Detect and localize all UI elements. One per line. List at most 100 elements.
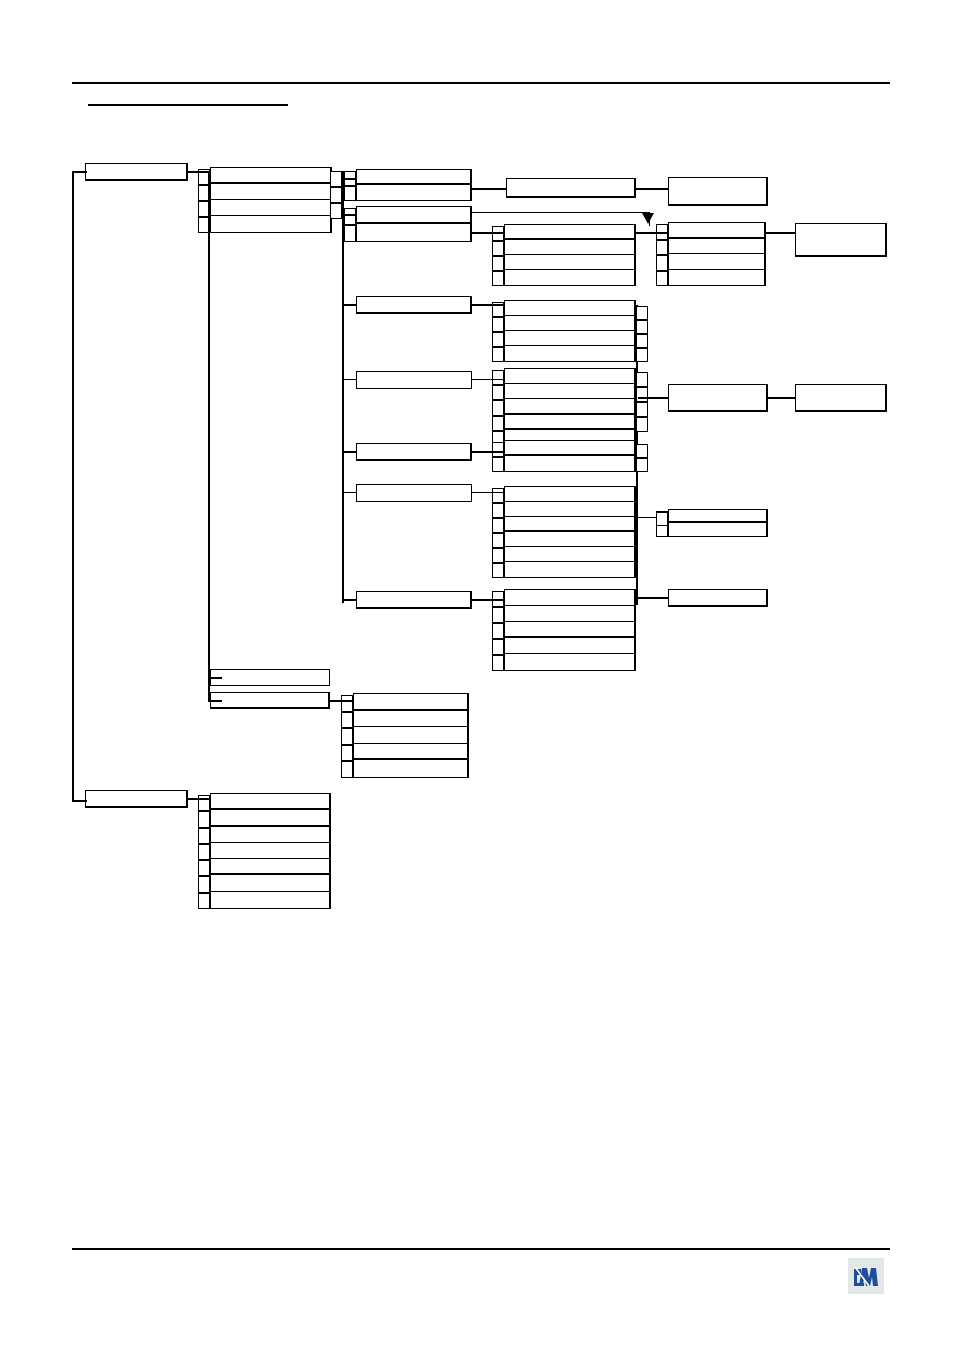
- menu-node-box[interactable]: [85, 790, 188, 808]
- menu-node-row[interactable]: [211, 875, 329, 892]
- menu-node-row[interactable]: [211, 200, 330, 216]
- menu-node-row[interactable]: [505, 517, 634, 532]
- menu-node-row[interactable]: [211, 794, 329, 811]
- menu-node-row[interactable]: [211, 216, 330, 232]
- g5-to-n6: [766, 232, 796, 234]
- menu-node-box[interactable]: [210, 669, 330, 686]
- menu-node-row[interactable]: [211, 168, 330, 184]
- menu-node-row[interactable]: [505, 487, 634, 502]
- menu-node-row[interactable]: [505, 547, 634, 562]
- row-connector-tab: [492, 370, 504, 386]
- menu-node-row[interactable]: [211, 810, 329, 827]
- menu-node-box[interactable]: [356, 591, 472, 609]
- menu-node-group: [504, 486, 636, 578]
- menu-node-row[interactable]: [211, 859, 329, 876]
- menu-node-row[interactable]: [505, 225, 634, 240]
- menu-node-row[interactable]: [505, 270, 634, 285]
- row-connector-tab: [492, 518, 504, 533]
- n7-to-g6: [472, 304, 504, 306]
- menu-node-row[interactable]: [505, 384, 634, 400]
- level3-bus-line: [342, 171, 344, 603]
- g8-right-tab-1: [636, 444, 648, 458]
- menu-node-box[interactable]: [356, 371, 472, 389]
- menu-node-row[interactable]: [211, 891, 329, 908]
- menu-node-box[interactable]: [85, 163, 188, 181]
- menu-node-row[interactable]: [505, 638, 634, 654]
- menu-node-row[interactable]: [357, 185, 470, 200]
- menu-node-group: [504, 440, 636, 472]
- g1-right-tab-1: [330, 171, 342, 187]
- menu-node-row[interactable]: [505, 456, 634, 471]
- row-connector-tab: [656, 255, 668, 271]
- menu-node-group: [353, 693, 469, 778]
- menu-node-row[interactable]: [505, 331, 634, 346]
- menu-node-row[interactable]: [354, 710, 467, 728]
- menu-node-row[interactable]: [505, 562, 634, 577]
- menu-node-row[interactable]: [505, 590, 634, 606]
- menu-node-row[interactable]: [505, 414, 634, 430]
- menu-node-row[interactable]: [354, 743, 467, 761]
- menu-node-row[interactable]: [357, 207, 470, 224]
- g10-left-tab: [656, 512, 668, 526]
- menu-node-box[interactable]: [668, 589, 768, 607]
- menu-node-box[interactable]: [506, 178, 636, 198]
- level3-branch-g3: [342, 214, 356, 216]
- menu-node-row[interactable]: [357, 170, 470, 185]
- menu-node-row[interactable]: [505, 316, 634, 331]
- menu-node-row[interactable]: [505, 654, 634, 670]
- menu-node-row[interactable]: [505, 606, 634, 622]
- row-connector-tab: [492, 563, 504, 578]
- menu-node-row[interactable]: [505, 441, 634, 456]
- menu-node-box[interactable]: [356, 296, 472, 314]
- menu-node-row[interactable]: [505, 255, 634, 270]
- menu-node-row[interactable]: [669, 510, 766, 523]
- menu-node-box[interactable]: [356, 443, 472, 461]
- menu-node-group: [504, 300, 636, 362]
- menu-node-row[interactable]: [354, 727, 467, 744]
- row-connector-tab: [492, 488, 504, 503]
- menu-node-row[interactable]: [354, 694, 467, 711]
- menu-node-row[interactable]: [669, 238, 764, 254]
- menu-node-box[interactable]: [795, 384, 887, 412]
- menu-node-row[interactable]: [505, 369, 634, 385]
- menu-node-row[interactable]: [354, 760, 467, 777]
- row-connector-tab: [656, 224, 668, 240]
- row-connector-tab: [492, 639, 504, 655]
- menu-node-row[interactable]: [357, 224, 470, 241]
- menu-node-row[interactable]: [505, 532, 634, 547]
- row-connector-tab: [344, 208, 356, 225]
- menu-node-row[interactable]: [211, 842, 329, 860]
- menu-node-row[interactable]: [505, 399, 634, 415]
- menu-node-row[interactable]: [669, 269, 764, 285]
- menu-node-box[interactable]: [795, 223, 887, 257]
- row-connector-tab: [344, 186, 356, 201]
- menu-node-group: [356, 206, 472, 242]
- menu-node-row[interactable]: [669, 223, 764, 239]
- menu-node-row[interactable]: [211, 826, 329, 843]
- menu-node-row[interactable]: [505, 622, 634, 638]
- row-connector-tab: [492, 503, 504, 518]
- row-connector-tab: [341, 711, 353, 729]
- menu-node-box[interactable]: [668, 384, 768, 412]
- row-connector-tab: [492, 442, 504, 457]
- row-connector-tab: [492, 347, 504, 362]
- row-connector-tab: [492, 607, 504, 623]
- menu-node-box[interactable]: [210, 692, 330, 709]
- row-connector-tab: [341, 744, 353, 762]
- menu-node-row[interactable]: [505, 346, 634, 361]
- n4-to-n5: [636, 188, 668, 190]
- menu-node-row[interactable]: [505, 240, 634, 255]
- menu-node-box[interactable]: [668, 177, 768, 206]
- row-connector-tab: [198, 843, 210, 861]
- row-connector-tab: [198, 876, 210, 893]
- row-connector-tab: [656, 270, 668, 286]
- menu-node-row[interactable]: [669, 523, 766, 536]
- menu-node-row[interactable]: [669, 254, 764, 270]
- menu-node-row[interactable]: [211, 184, 330, 200]
- menu-node-group: [210, 793, 331, 909]
- menu-node-box[interactable]: [356, 484, 472, 502]
- menu-node-row[interactable]: [505, 301, 634, 316]
- row-connector-tab: [492, 400, 504, 416]
- menu-node-row[interactable]: [505, 502, 634, 517]
